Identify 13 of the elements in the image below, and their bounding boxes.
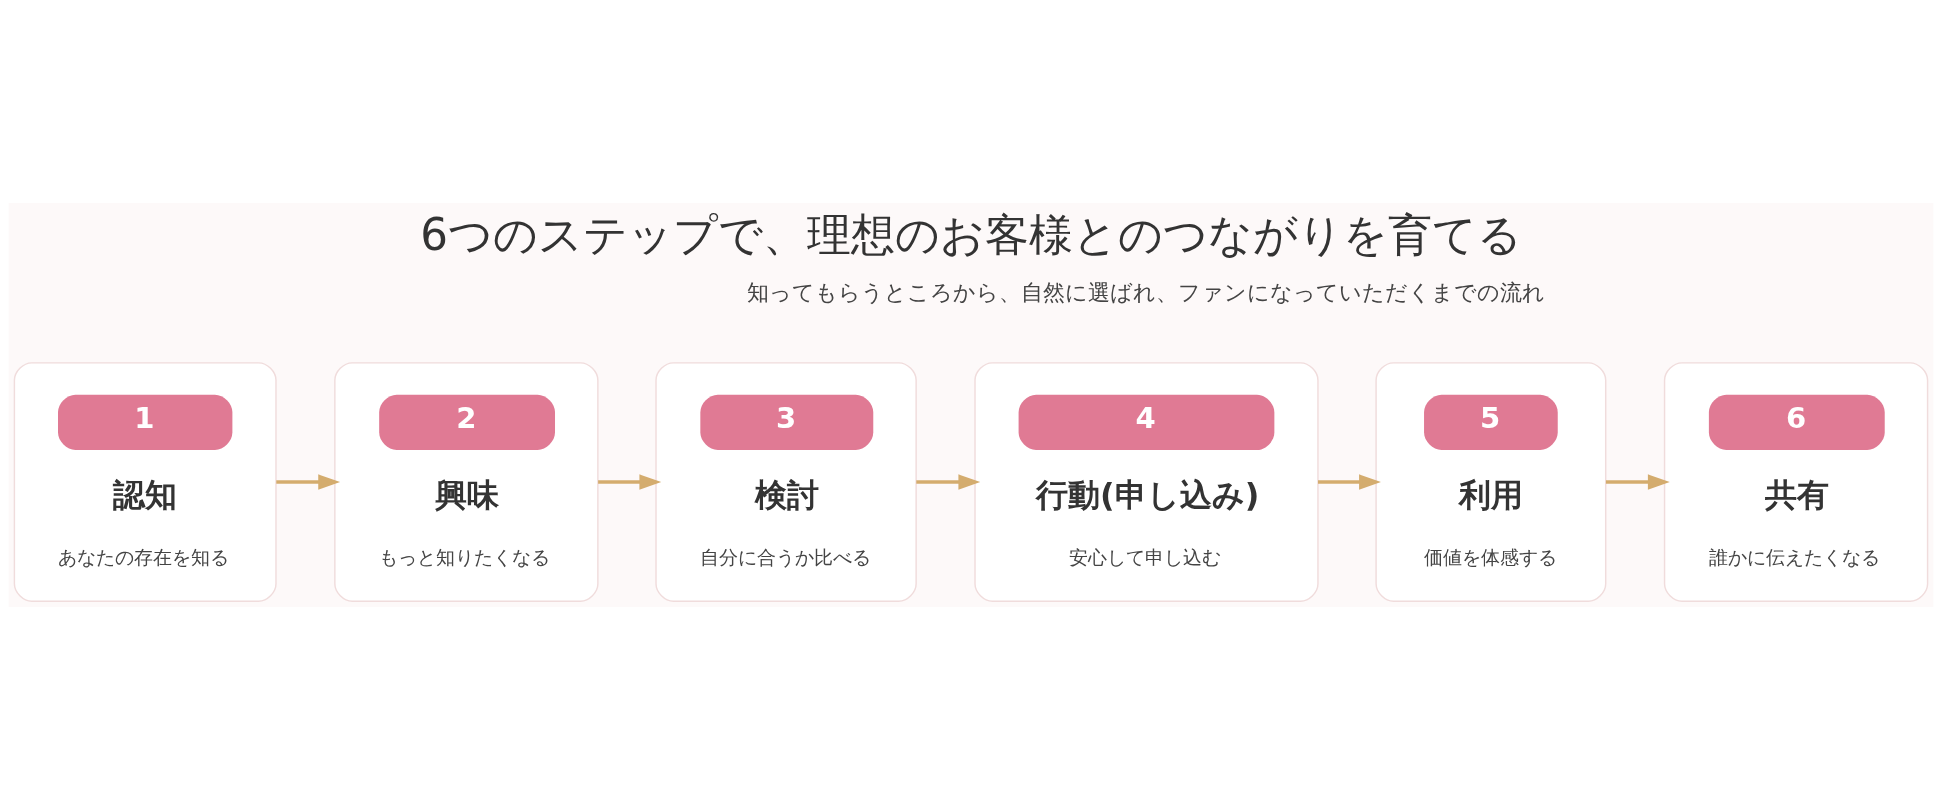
label: 知ってもらうところから、自然に選ばれ、ファンになっていただくまでの流れ — [747, 279, 1546, 305]
arrow — [1318, 473, 1381, 490]
arrow — [276, 473, 341, 490]
arrow — [916, 473, 981, 490]
arrow — [1605, 473, 1670, 490]
node-box: 3 検討 自分に合うか比べる — [655, 361, 917, 602]
node-box: 5 利用 価値を体感する — [1375, 361, 1607, 602]
node-box: 6 共有 誰かに伝えたくなる — [1663, 361, 1929, 602]
node-box: 2 興味 もっと知りたくなる — [334, 361, 599, 602]
arrow — [598, 473, 662, 490]
node-box: 1 認知 あなたの存在を知る — [13, 361, 277, 602]
diagram-title: 6つのステップで、理想のお客様とのつながりを育てる — [420, 209, 1522, 259]
node-box: 4 行動(申し込み) 安心して申し込む — [974, 361, 1319, 602]
